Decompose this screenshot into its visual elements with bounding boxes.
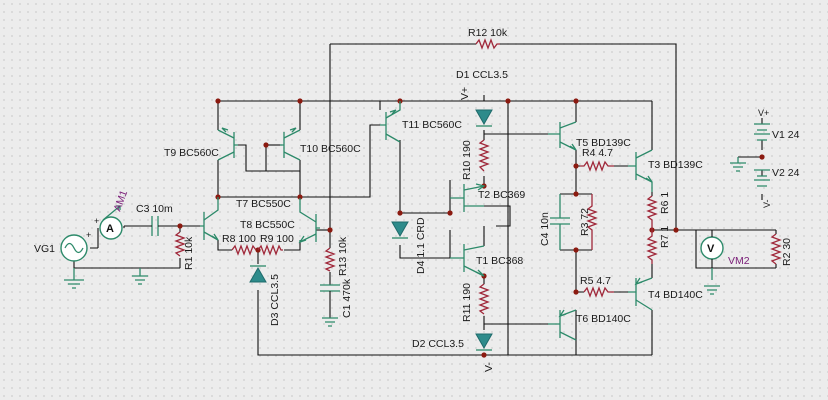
- t1-label: T1 BC368: [476, 255, 523, 267]
- am1-label: AM1: [112, 188, 131, 213]
- t6-label: T6 BD140C: [576, 313, 631, 325]
- t2-label: T2 BC369: [478, 189, 525, 201]
- v1-plus-pin: V+: [758, 108, 769, 118]
- transistor-t6[interactable]: T6 BD140C: [548, 309, 631, 341]
- c1-label: C1 470k: [341, 278, 353, 318]
- capacitor-c4[interactable]: C4 10n: [539, 194, 570, 250]
- battery-v1[interactable]: V+ V1 24: [754, 108, 800, 141]
- r8-label: R8 100: [222, 233, 256, 245]
- t10-label: T10 BC560C: [300, 143, 361, 155]
- t5-label: T5 BD139C: [576, 137, 631, 149]
- resistor-r11[interactable]: R11 190: [461, 283, 490, 322]
- resistor-r13[interactable]: R13 10k: [324, 236, 349, 276]
- resistor-r3[interactable]: R3 72: [579, 194, 598, 250]
- c4-label: C4 10n: [539, 212, 551, 246]
- resistor-r2[interactable]: R2 30: [770, 233, 793, 266]
- signal-source-vg1[interactable]: VG1 +: [34, 230, 91, 289]
- am1-plus-pin: +: [94, 216, 99, 226]
- capacitor-c3[interactable]: C3 10m: [136, 203, 173, 236]
- resistor-r6[interactable]: R6 1: [646, 192, 671, 230]
- transistor-t1[interactable]: T1 BC368: [450, 244, 523, 277]
- voltmeter-vm2[interactable]: V VM2: [696, 229, 750, 268]
- vg1-plus-pin: +: [86, 230, 91, 240]
- vg1-label: VG1: [34, 243, 55, 255]
- t3-label: T3 BD139C: [648, 159, 703, 171]
- battery-v2[interactable]: V2 24 V-: [754, 167, 800, 208]
- v2-label: V2 24: [772, 167, 800, 179]
- r3-label: R3 72: [579, 208, 591, 236]
- d2-vminus-label: V-: [483, 362, 495, 372]
- resistor-r1[interactable]: R1 10k: [132, 231, 195, 285]
- r9-label: R9 100: [260, 233, 294, 245]
- d2-label: D2 CCL3.5: [412, 338, 464, 350]
- resistor-r12[interactable]: R12 10k: [468, 27, 508, 50]
- r10-label: R10 190: [461, 140, 473, 180]
- d1-vplus-label: V+: [459, 87, 471, 100]
- vm2-label: VM2: [728, 255, 750, 267]
- transistor-t10[interactable]: T10 BC560C: [280, 127, 361, 161]
- t8-label: T8 BC550C: [240, 219, 295, 231]
- r4-label: R4 4.7: [582, 147, 613, 159]
- r13-label: R13 10k: [337, 236, 349, 276]
- diode-d4[interactable]: D4 1.1 CRD: [391, 217, 427, 274]
- am1-symbol: A: [106, 223, 114, 235]
- r6-label: R6 1: [659, 192, 671, 214]
- r12-label: R12 10k: [468, 27, 508, 39]
- wires: [73, 43, 777, 356]
- transistor-t8[interactable]: T8 BC550C: [240, 198, 320, 244]
- resistor-r4[interactable]: R4 4.7: [580, 147, 614, 172]
- resistor-r9[interactable]: R9 100: [257, 233, 294, 256]
- resistor-r10[interactable]: R10 190: [461, 139, 490, 180]
- diode-d2[interactable]: D2 CCL3.5 V-: [412, 333, 495, 372]
- v2-minus-pin: V-: [762, 199, 772, 208]
- diode-d3[interactable]: D3 CCL3.5: [249, 265, 281, 326]
- transistor-t4[interactable]: T4 BD140C: [628, 277, 703, 311]
- c3-label: C3 10m: [136, 203, 173, 215]
- diode-d1[interactable]: D1 CCL3.5 V+: [456, 69, 508, 127]
- resistor-r5[interactable]: R5 4.7: [580, 275, 614, 298]
- t11-label: T11 BC560C: [402, 119, 462, 131]
- r7-label: R7 1: [659, 226, 671, 248]
- ground-symbol-supply: [730, 157, 746, 172]
- t7-label: T7 BC550C: [236, 198, 291, 210]
- transistor-t7[interactable]: T7 BC550C: [200, 197, 291, 241]
- transistor-t11[interactable]: T11 BC560C: [380, 101, 462, 143]
- r5-label: R5 4.7: [580, 275, 611, 287]
- t4-label: T4 BD140C: [648, 289, 703, 301]
- ammeter-am1[interactable]: A AM1 +: [94, 188, 131, 240]
- vm2-symbol: V: [707, 243, 715, 255]
- d3-label: D3 CCL3.5: [269, 274, 281, 326]
- r11-label: R11 190: [461, 283, 473, 322]
- t9-label: T9 BC560C: [164, 147, 219, 159]
- r1-label: R1 10k: [183, 236, 195, 270]
- transistor-t9[interactable]: T9 BC560C: [164, 127, 238, 161]
- resistor-r7[interactable]: R7 1: [646, 226, 671, 264]
- v1-label: V1 24: [772, 129, 800, 141]
- ground-symbol-output: [704, 268, 720, 295]
- transistor-t5[interactable]: T5 BD139C: [548, 121, 631, 151]
- d1-label: D1 CCL3.5: [456, 69, 508, 81]
- capacitor-c1[interactable]: C1 470k: [320, 278, 353, 327]
- d4-label: D4 1.1 CRD: [415, 217, 427, 274]
- transistor-t2[interactable]: T2 BC369: [450, 183, 525, 212]
- junction-dots: [177, 98, 765, 358]
- resistor-r8[interactable]: R8 100: [222, 233, 257, 256]
- r2-label: R2 30: [781, 238, 793, 266]
- transistor-t3[interactable]: T3 BD139C: [628, 149, 703, 192]
